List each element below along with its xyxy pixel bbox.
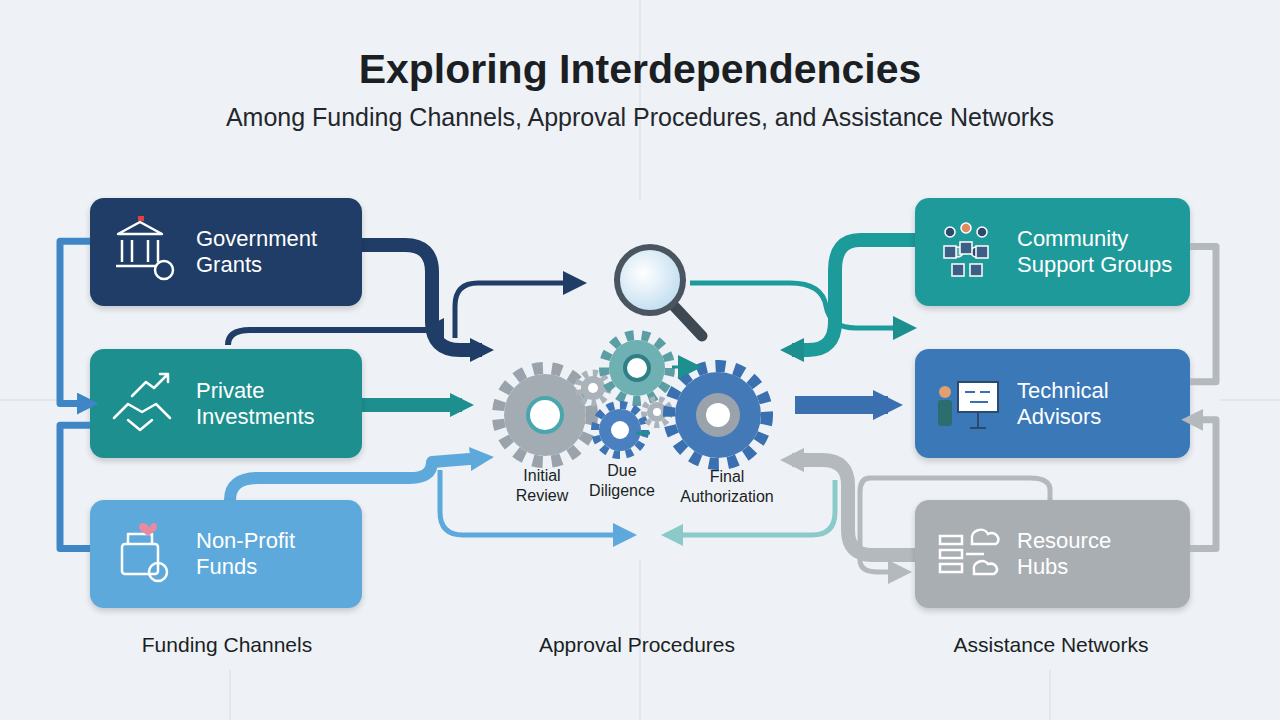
flow-arrow	[230, 458, 482, 500]
gear-ring	[696, 393, 740, 437]
column-label: Assistance Networks	[901, 632, 1201, 658]
stage-label: Final Authorization	[672, 467, 782, 507]
connector-arrow	[1190, 247, 1216, 382]
node-label: Government Grants	[196, 226, 346, 278]
flow-arrow	[455, 283, 575, 338]
column-label: Approval Procedures	[487, 632, 787, 658]
gear-teeth	[604, 335, 670, 401]
gear-body	[581, 376, 605, 400]
connector-arrow	[60, 425, 90, 548]
gear-body	[609, 340, 665, 396]
connector-arrow	[1190, 420, 1216, 549]
gear-teeth	[595, 405, 645, 455]
magnifier-handle	[673, 305, 702, 336]
gear-teeth	[669, 366, 767, 464]
gear-hub	[706, 403, 730, 427]
node-text-group: Resource Hubs	[1017, 528, 1132, 580]
gear-hub	[611, 421, 629, 439]
node-box: Private Investments	[90, 349, 362, 458]
subtitle: Among Funding Channels, Approval Procedu…	[0, 101, 1280, 133]
gear-body	[675, 372, 761, 458]
gear	[669, 366, 767, 464]
node-box: Non-Profit Funds	[90, 500, 362, 608]
node-label: Non-Profit Funds	[196, 528, 321, 580]
gear-arrow	[636, 432, 650, 435]
grid-line	[0, 399, 60, 401]
node-text-group: Community Support Groups	[1017, 226, 1182, 278]
node-box: Technical Advisors	[915, 349, 1190, 458]
gear	[604, 335, 670, 401]
gear-teeth	[578, 373, 608, 403]
node-label: Resource Hubs	[1017, 528, 1132, 580]
gear-hub	[653, 408, 661, 416]
node-text-group: Non-Profit Funds	[196, 528, 321, 580]
magnifier-icon	[617, 247, 702, 336]
grid-line	[229, 670, 231, 720]
gear-hub	[528, 398, 562, 432]
node-text-group: Technical Advisors	[1017, 378, 1157, 430]
flow-arrow	[795, 396, 888, 414]
node-label: Private Investments	[196, 378, 346, 430]
gear	[578, 373, 608, 403]
diagram-title: Exploring Interdependencies	[0, 44, 1280, 94]
flow-arrow	[362, 398, 462, 412]
node-label: Technical Advisors	[1017, 378, 1157, 430]
column-label: Funding Channels	[77, 632, 377, 658]
node-label: Community Support Groups	[1017, 226, 1182, 278]
node-text-group: Government Grants	[196, 226, 346, 278]
flow-arrow	[690, 283, 905, 328]
gear-body	[599, 409, 641, 451]
node-box: Resource Hubs	[915, 500, 1190, 608]
connector-arrow	[60, 241, 90, 403]
magnifier-lens	[617, 247, 683, 313]
grid-line	[1220, 399, 1280, 401]
node-box: Community Support Groups	[915, 198, 1190, 306]
flow-arrow	[362, 245, 482, 350]
node-box: Government Grants	[90, 198, 362, 306]
gear-cluster	[498, 335, 767, 464]
gear	[595, 405, 645, 455]
stage-label: Due Diligence	[585, 461, 659, 501]
grid-line	[639, 0, 641, 200]
grid-line	[1049, 670, 1051, 720]
gear-hub	[588, 383, 598, 393]
gear-hub	[625, 356, 649, 380]
gear-arrow	[672, 366, 690, 369]
gear-body	[504, 374, 586, 456]
flow-arrow	[792, 240, 915, 350]
stage-label: Initial Review	[510, 466, 574, 506]
flow-arrow	[792, 460, 915, 555]
flow-arrow	[228, 330, 432, 345]
node-text-group: Private Investments	[196, 378, 346, 430]
